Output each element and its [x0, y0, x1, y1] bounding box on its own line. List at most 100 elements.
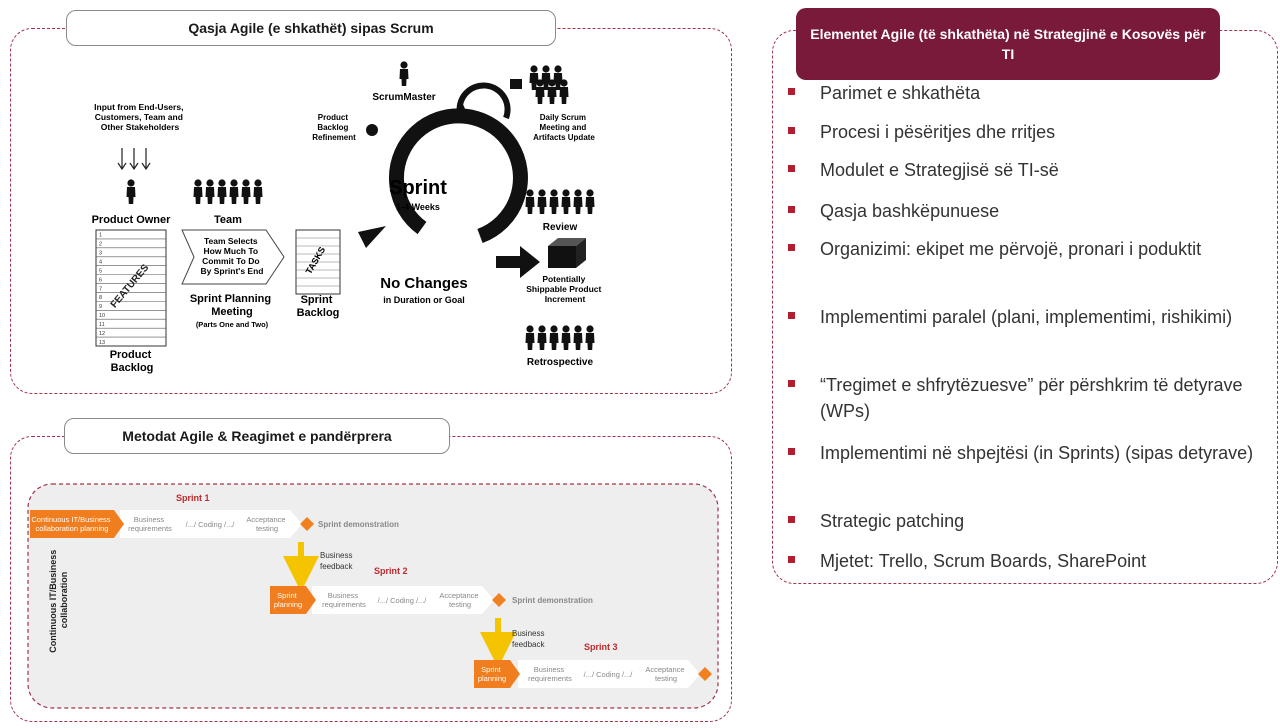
row3-planning-block [474, 660, 520, 688]
list-item-text: Implementimi në shpejtësi (in Sprints) (… [820, 443, 1254, 463]
review-icon [525, 189, 595, 214]
scrum-master-icon [399, 61, 409, 86]
row1-process-band [120, 510, 302, 538]
list-item-text: Procesi i pësëritjes dhe rritjes [820, 122, 1056, 142]
methods-diagram: Continuous IT/Business collaboration Spr… [27, 483, 719, 709]
list-item: Procesi i pësëritjes dhe rritjes [788, 119, 1260, 145]
inputs-label: Input from End-Users, Customers, Team an… [94, 102, 186, 132]
backlog-row-number: 6 [99, 277, 102, 283]
list-item-text: Qasja bashkëpunuese [820, 201, 1000, 221]
sprint-weeks-label: 1-4 Weeks [396, 202, 440, 212]
row2-demo-label: Sprint demonstration [512, 596, 593, 605]
row3-step-testing: Acceptance testing [645, 665, 686, 683]
input-arrows [117, 148, 151, 171]
row2-diamond [492, 593, 506, 607]
bullet-icon [788, 206, 795, 213]
sprint-backlog-label: Sprint Backlog [297, 294, 340, 319]
backlog-row-number: 11 [99, 322, 105, 328]
list-item: Organizimi: ekipet me përvojë, pronari i… [788, 236, 1260, 262]
refinement-dot [366, 124, 378, 136]
row3-process-band [518, 660, 700, 688]
list-item-text: Mjetet: Trello, Scrum Boards, SharePoint [820, 551, 1147, 571]
row1-demo-label: Sprint demonstration [318, 520, 399, 529]
backlog-row-number: 9 [99, 304, 102, 310]
row1-diamond [300, 517, 314, 531]
row2-planning-label: Sprint planning [274, 591, 302, 609]
retrospective-icon [525, 325, 595, 350]
team-selects-text: Team Selects How Much To Commit To Do By… [201, 236, 264, 276]
feedback2-label: Business feedback [512, 629, 547, 649]
sprint3-label: Sprint 3 [584, 642, 618, 652]
scrum-panel-title: Qasja Agile (e shkathët) sipas Scrum [66, 10, 556, 46]
daily-scrum-label: Daily Scrum Meeting and Artifacts Update [533, 113, 595, 142]
row2-process-band [312, 586, 494, 614]
backlog-row-number: 8 [99, 295, 102, 301]
list-item-text: Strategic patching [820, 511, 965, 531]
row1-step-coding: /.../ Coding /.../ [186, 520, 236, 529]
list-item: Parimet e shkathëta [788, 80, 1260, 106]
no-changes-label: No Changes [380, 275, 468, 292]
bullet-icon [788, 448, 795, 455]
product-owner-icon [126, 179, 136, 204]
daily-scrum-icon [510, 65, 569, 104]
backlog-row-number: 2 [99, 242, 102, 248]
list-item-text: “Tregimet e shfrytëzuesve” për përshkrim… [820, 375, 1243, 421]
list-item: Modulet e Strategjisë së TI-së [788, 157, 1260, 183]
sprint-backlog-list: TASKS [295, 229, 341, 295]
no-changes-sub: in Duration or Goal [383, 295, 465, 305]
row3-step-requirements: Business requirements [528, 665, 572, 683]
team-icon [193, 179, 263, 204]
side-label: Continuous IT/Business collaboration [48, 547, 69, 653]
row2-step-coding: /.../ Coding /.../ [378, 596, 428, 605]
bullet-icon [788, 127, 795, 134]
list-item-text: Modulet e Strategjisë së TI-së [820, 160, 1059, 180]
row3-planning-label: Sprint planning [478, 665, 506, 683]
row1-planning-label: Continuous IT/Business collaboration pla… [31, 515, 112, 533]
backlog-row-number: 10 [99, 313, 105, 319]
sprint-planning-parts: (Parts One and Two) [196, 320, 269, 329]
bullet-icon [788, 165, 795, 172]
bullet-icon [788, 88, 795, 95]
backlog-row-number: 3 [99, 251, 102, 257]
sprint2-label: Sprint 2 [374, 566, 408, 576]
row2-step-requirements: Business requirements [322, 591, 366, 609]
retrospective-label: Retrospective [527, 357, 594, 368]
list-item-text: Implementimi paralel (plani, implementim… [820, 307, 1233, 327]
row1-planning-block [30, 510, 124, 538]
row3-diamond [698, 667, 712, 681]
elements-panel-title-text: Elementet Agile (të shkathëta) në Strate… [810, 26, 1206, 62]
list-item: Strategic patching [788, 508, 1260, 534]
sprint-label: Sprint [389, 177, 447, 199]
review-label: Review [543, 222, 578, 233]
team-label: Team [214, 214, 242, 226]
product-backlog-label: Product Backlog [110, 349, 155, 374]
refinement-label: Product Backlog Refinement [312, 113, 356, 142]
list-item-text: Parimet e shkathëta [820, 83, 981, 103]
bullet-icon [788, 556, 795, 563]
sprint-cycle [358, 82, 540, 278]
sprint-planning-label: Sprint Planning Meeting [190, 293, 274, 318]
list-item: Qasja bashkëpunuese [788, 198, 1260, 224]
list-item-text: Organizimi: ekipet me përvojë, pronari i… [820, 239, 1202, 259]
list-item: Mjetet: Trello, Scrum Boards, SharePoint [788, 548, 1260, 574]
backlog-row-number: 1 [99, 233, 102, 239]
backlog-row-number: 12 [99, 331, 105, 337]
backlog-row-number: 13 [99, 340, 105, 346]
bullet-icon [788, 380, 795, 387]
row2-step-testing: Acceptance testing [439, 591, 480, 609]
row3-step-coding: /.../ Coding /.../ [584, 670, 634, 679]
row1-step-requirements: Business requirements [128, 515, 172, 533]
bullet-icon [788, 516, 795, 523]
bullet-icon [788, 244, 795, 251]
bullet-icon [788, 312, 795, 319]
row1-step-testing: Acceptance testing [246, 515, 287, 533]
sprint1-label: Sprint 1 [176, 493, 210, 503]
increment-box-icon [548, 238, 586, 268]
team-selects-chevron [181, 229, 285, 285]
list-item: Implementimi paralel (plani, implementim… [788, 304, 1260, 330]
scrum-master-label: ScrumMaster [372, 92, 435, 103]
increment-label: Potentially Shippable Product Increment [526, 274, 603, 304]
backlog-row-number: 5 [99, 268, 102, 274]
list-item: Implementimi në shpejtësi (in Sprints) (… [788, 440, 1260, 466]
